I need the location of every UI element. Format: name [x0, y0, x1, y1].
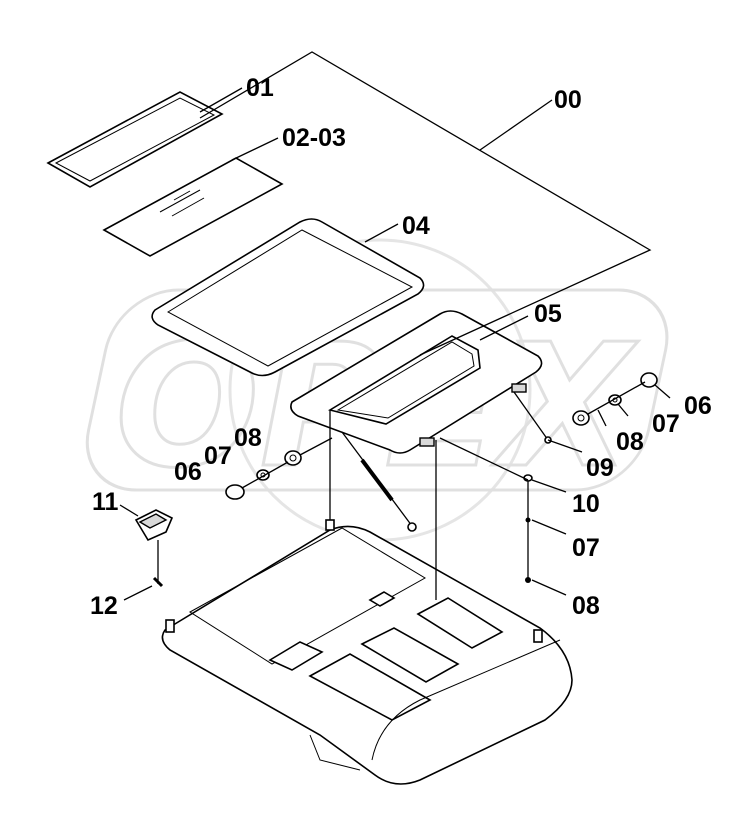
callout-09: 09	[586, 454, 614, 482]
callout-08-left: 08	[234, 424, 262, 452]
part-04-seal-frame	[151, 218, 425, 377]
callout-07-bottom: 07	[572, 534, 600, 562]
callout-06-right: 06	[684, 392, 712, 420]
left-fastener-group	[225, 450, 302, 500]
part-05-roof-hatch	[290, 310, 543, 454]
callout-02-03: 02-03	[282, 124, 346, 152]
callout-10: 10	[572, 490, 600, 518]
callout-05: 05	[534, 300, 562, 328]
callout-11: 11	[92, 488, 119, 516]
cabin-roof-body	[161, 519, 573, 785]
part-01-glass-pane	[46, 91, 224, 188]
callout-08-right: 08	[616, 428, 644, 456]
callout-00: 00	[554, 86, 582, 114]
callout-07-left: 07	[204, 442, 232, 470]
callout-08-bottom: 08	[572, 592, 600, 620]
callout-06-left: 06	[174, 458, 202, 486]
callout-04: 04	[402, 212, 430, 240]
callout-12: 12	[90, 592, 118, 620]
leader-lines	[119, 51, 671, 601]
part-11-handle	[134, 509, 174, 588]
callout-labels: 00 01 02-03 04 05 08 07 06 06 07 08 09 1…	[90, 74, 712, 620]
part-02-03-sheet	[102, 157, 284, 257]
callout-07-right: 07	[652, 410, 680, 438]
callout-01: 01	[246, 74, 274, 102]
gas-strut-left	[341, 431, 417, 532]
